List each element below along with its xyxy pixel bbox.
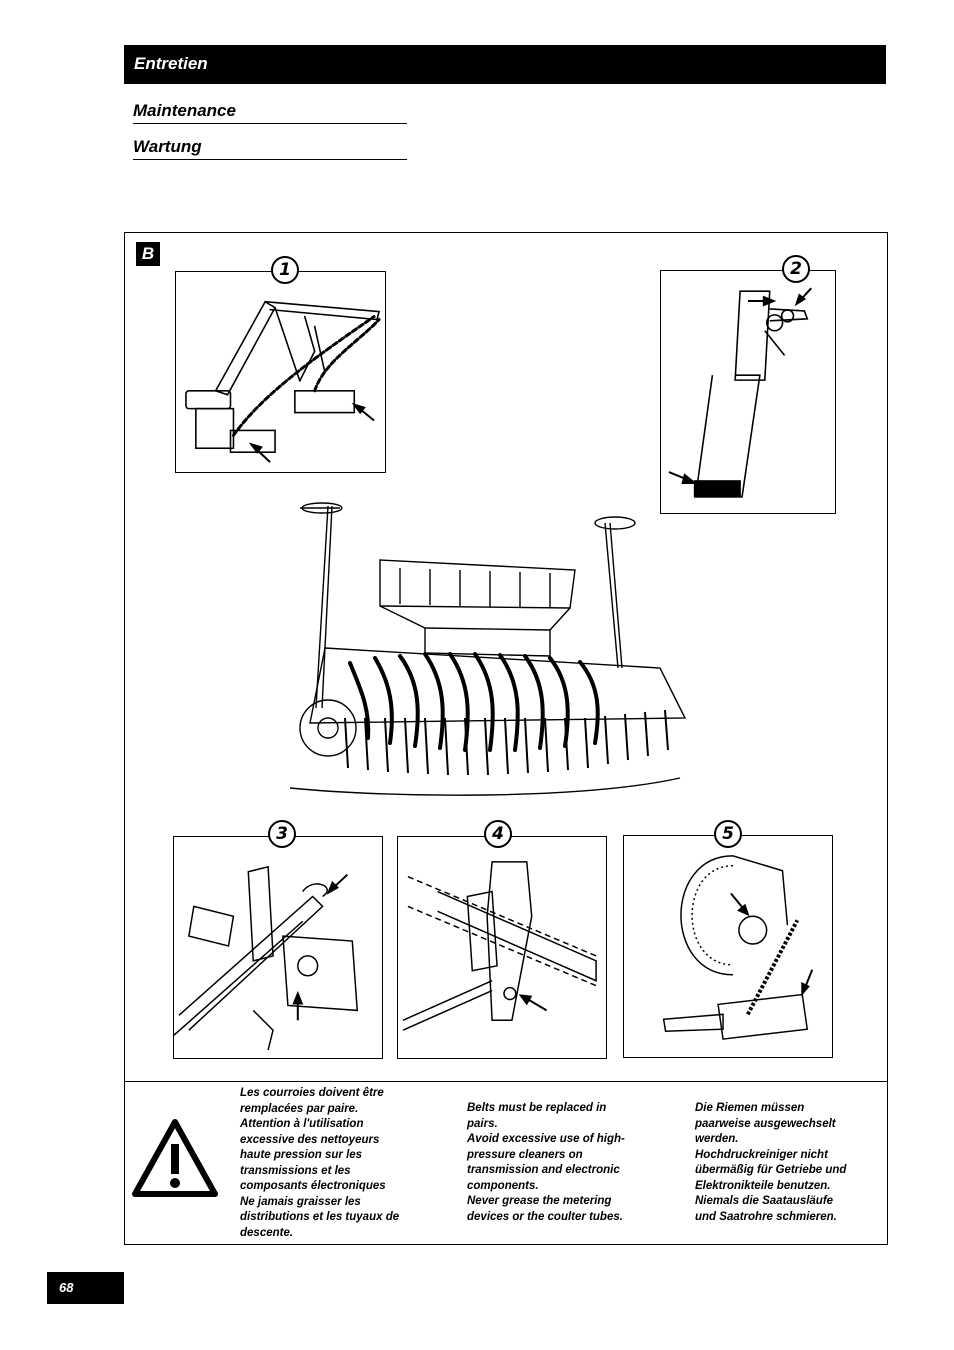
mechanism-drawing — [174, 865, 359, 1051]
arrow-icon — [292, 873, 349, 1021]
section-banner: Entretien — [124, 45, 886, 84]
note-german: Die Riemen müssen paarweise ausgewechsel… — [695, 1102, 847, 1223]
panel-4-number: 4 — [484, 820, 512, 848]
panel-3-number: 3 — [268, 820, 296, 848]
panel-4-bracket — [397, 836, 607, 1059]
seed-drill-illustration — [250, 478, 730, 808]
tensioner-drawing — [662, 855, 814, 1040]
bracket-drawing — [402, 861, 597, 1031]
panel-2-number: 2 — [782, 255, 810, 283]
warning-triangle-icon — [132, 1118, 218, 1198]
arrow-icon — [518, 994, 548, 1012]
subtitle-german: Wartung — [133, 137, 407, 160]
note-french: Les courroies doivent être remplacées pa… — [240, 1087, 400, 1239]
panel-1-number: 1 — [271, 256, 299, 284]
panel-3-mechanism — [173, 836, 383, 1059]
panel-2-shaft — [660, 270, 836, 514]
panel-5-number: 5 — [714, 820, 742, 848]
arrow-icon — [730, 892, 814, 997]
panel-5-tensioner — [623, 835, 833, 1058]
note-english: Belts must be replaced in pairs. Avoid e… — [467, 1102, 625, 1223]
hitch-drawing — [185, 300, 381, 463]
page-number: 68 — [59, 1280, 74, 1295]
shaft-drawing — [668, 287, 812, 498]
page-number-badge: 68 — [47, 1272, 124, 1304]
section-title: Entretien — [134, 54, 208, 73]
figure-frame — [124, 232, 888, 1245]
panel-1-hitch — [175, 271, 386, 473]
warning-separator — [124, 1081, 888, 1082]
arrow-icon — [668, 287, 812, 484]
arrow-icon — [248, 402, 375, 463]
figure-tag: B — [136, 242, 160, 266]
subtitle-english: Maintenance — [133, 101, 407, 124]
